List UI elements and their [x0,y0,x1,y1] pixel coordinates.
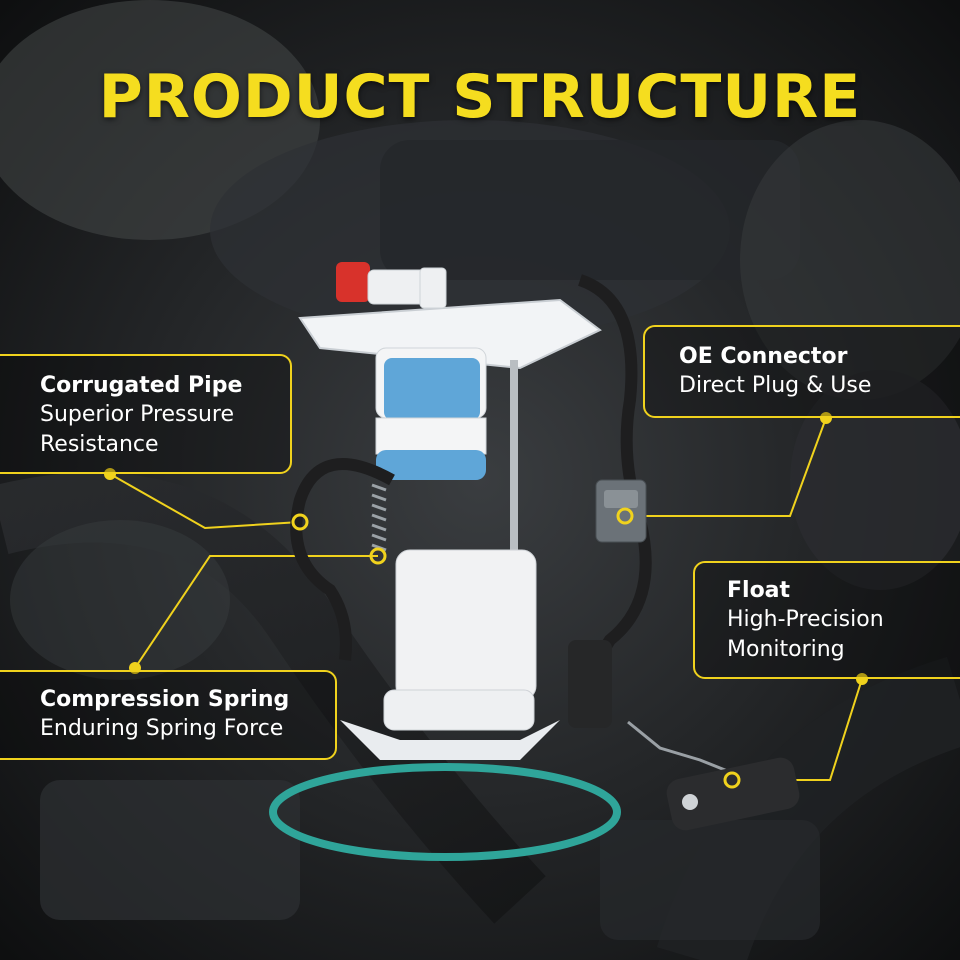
callout-oe-connector: OE Connector Direct Plug & Use [643,325,960,418]
marker-connector-end [820,412,832,424]
callout-title: Corrugated Pipe [40,373,243,398]
compression-spring [371,483,387,552]
marker-float [723,771,741,789]
callout-desc-line: Superior Pressure [40,402,235,427]
float [666,757,800,831]
callout-desc-line: Enduring Spring Force [40,716,284,741]
callout-compression-spring: Compression Spring Enduring Spring Force [0,670,337,760]
callout-float: Float High-Precision Monitoring [693,561,960,679]
leader-line-connector [625,417,827,517]
callout-title: OE Connector [679,344,848,369]
callout-desc-line: Monitoring [727,637,845,662]
float-arm [627,720,731,774]
callout-desc-line: Direct Plug & Use [679,373,872,398]
reservoir-body [395,549,537,701]
corrugated-pipe [290,458,395,661]
page-title: PRODUCT STRUCTURE [98,62,862,132]
marker-float-end [856,673,868,685]
marker-connector [616,507,634,525]
marker-pipe-end [104,468,116,480]
leader-line-spring [134,555,378,669]
callout-title: Compression Spring [40,687,290,712]
harness-plug [568,640,612,728]
guide-rod [510,360,518,580]
flange-plate [298,298,602,370]
callout-title: Float [727,578,791,603]
callout-corrugated-pipe: Corrugated Pipe Superior Pressure Resist… [0,354,292,474]
leader-line-pipe [109,473,301,530]
callout-desc-line: High-Precision [727,607,884,632]
marker-pipe [291,513,309,531]
callout-desc-line: Resistance [40,432,159,457]
marker-spring [369,547,387,565]
o-ring [269,763,621,861]
red-outlet-cap [336,262,370,302]
